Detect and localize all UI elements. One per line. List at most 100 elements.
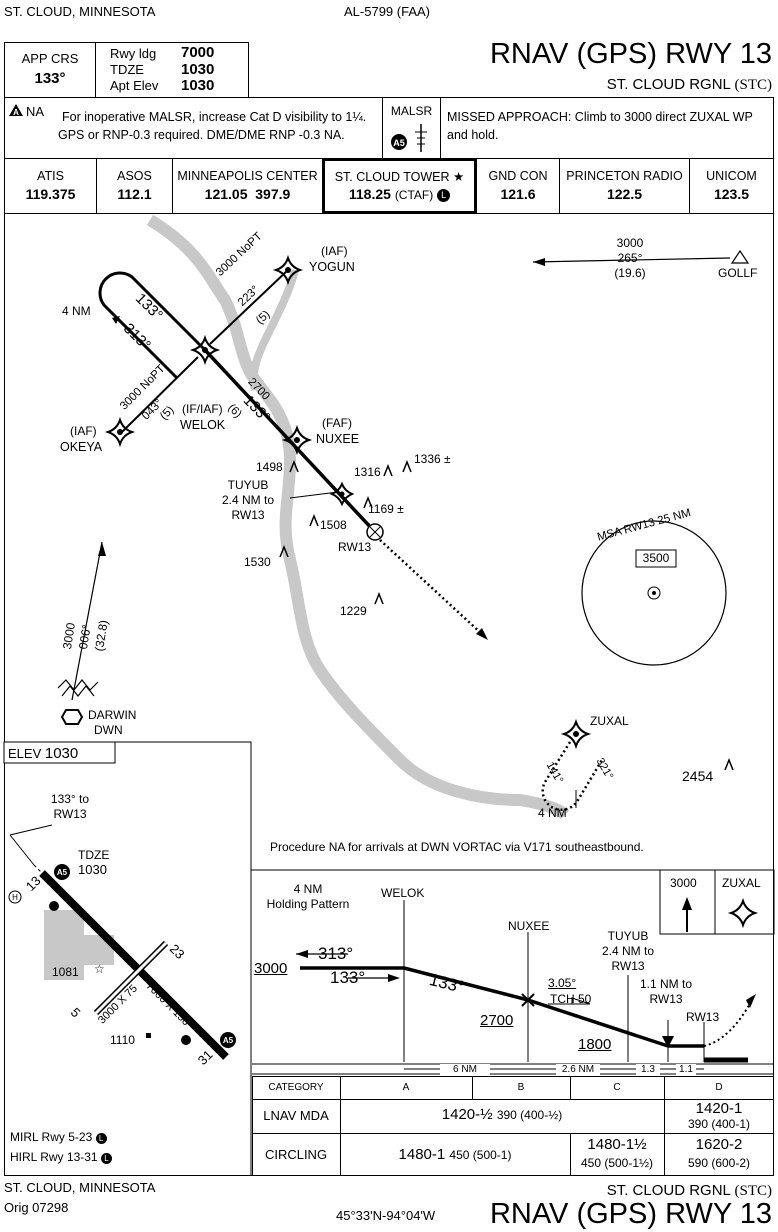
okeya-iaf: (IAF): [70, 424, 97, 438]
approach-light-icon: A5: [220, 1032, 236, 1048]
obstacle-1498: 1498: [256, 460, 283, 474]
profile-welok: WELOK: [381, 886, 425, 900]
comm-name: UNICOM: [706, 169, 757, 183]
welok-label: WELOK: [180, 418, 226, 432]
faf-cross-icon: [521, 993, 535, 1007]
missed-approach-path: [379, 539, 484, 636]
comm-tower-name: ST. CLOUD TOWER ★: [334, 170, 465, 184]
footer-airport: ST. CLOUD RGNL (STC): [606, 1182, 772, 1199]
welok-hold: [98, 271, 207, 380]
welok-type: (IF/IAF): [182, 402, 223, 416]
vasi-icon: [49, 901, 191, 1045]
runway-13-31: [39, 870, 229, 1060]
apt-elev-value: 1030: [181, 77, 215, 94]
malsr-label: MALSR: [390, 104, 433, 118]
circling-ab: 1480-1 450 (500-1): [398, 1146, 512, 1163]
notes-line-2: GPS or RNP-0.3 required. DME/DME RNP -0.…: [58, 128, 345, 142]
footer-title: RNAV (GPS) RWY 13: [489, 1198, 772, 1230]
lighting-control-icon: L: [95, 1133, 107, 1144]
yogun-label: YOGUN: [309, 260, 355, 274]
comm-name: PRINCETON RADIO: [566, 169, 683, 183]
obstacle-1316: 1316: [354, 465, 381, 479]
rnav-waypoint-icon: [329, 481, 355, 507]
app-crs-value: 133°: [34, 70, 66, 87]
comm-freq: 123.5: [713, 186, 750, 202]
obstacle-1336: 1336 ±: [414, 452, 451, 466]
gollf-triangle-icon: [730, 249, 750, 264]
yogun-leg: [209, 269, 289, 345]
airport-diagram: A5 A5 H ☆: [8, 824, 236, 1060]
missed-line-2: and hold.: [447, 128, 499, 142]
zuxal-hold-length: 4 NM: [538, 806, 567, 820]
nuxee-label: NUXEE: [316, 432, 360, 446]
zuxal-hold: [541, 741, 604, 812]
svg-text:A5: A5: [393, 138, 405, 148]
category-label: CATEGORY: [268, 1082, 324, 1093]
profile-missed-approach: [703, 999, 753, 1047]
vortac-icon: [60, 709, 84, 725]
gollf-route: [532, 257, 731, 263]
lnav-d: 1420-1: [695, 1100, 743, 1117]
lnav-d-sub: 390 (400-1): [687, 1117, 751, 1131]
cat-c: C: [613, 1082, 621, 1093]
obstacle-1169: 1169 ±: [368, 502, 404, 516]
procedure-title: RNAV (GPS) RWY 13: [489, 38, 772, 70]
comm-tower: ST. CLOUD TOWER ★ 118.25 (CTAF) L: [322, 158, 477, 214]
missed-arrow: [476, 628, 488, 640]
airport-tdze: 1030: [78, 862, 107, 877]
obstacle-icon: [146, 1033, 151, 1038]
cat-b: B: [517, 1082, 525, 1093]
profile-tch: TCH 50: [550, 992, 592, 1006]
airport-name: ST. CLOUD RGNL (STC): [606, 76, 772, 93]
gollf-label: GOLLF: [718, 266, 758, 280]
comm-freq: 119.375: [25, 186, 76, 202]
rnav-waypoint-icon: [189, 334, 221, 366]
malsr-box: MALSR A5: [382, 97, 441, 159]
header-city: ST. CLOUD, MINNESOTA: [4, 4, 156, 19]
circling-d-sub: 590 (600-2): [687, 1156, 751, 1170]
okeya-leg: [121, 356, 199, 433]
obstacle-icon: [279, 459, 734, 771]
app-crs-label: APP CRS: [21, 51, 79, 66]
chart-id: AL-5799 (FAA): [344, 4, 430, 19]
svg-text:A5: A5: [57, 868, 68, 877]
svg-text:H: H: [12, 893, 18, 902]
footer-city: ST. CLOUD, MINNESOTA: [4, 1180, 156, 1195]
profile-alt-1800: 1800: [578, 1036, 612, 1053]
hold-length: 4 NM: [62, 304, 91, 318]
zuxal-label: ZUXAL: [590, 714, 629, 728]
yogun-iaf: (IAF): [321, 244, 348, 258]
okeya-label: OKEYA: [60, 440, 103, 454]
rnav-waypoint-icon: [104, 416, 136, 448]
profile-dist-6: 6 NM: [440, 1064, 490, 1075]
approach-light-icon: A5: [54, 864, 70, 880]
hirl-note: HIRL Rwy 13-31 L: [10, 1150, 112, 1164]
obstacle-1508: 1508: [320, 518, 347, 532]
footer-orig: Orig 07298: [4, 1200, 69, 1215]
comm-freq: 121.6: [500, 186, 536, 202]
profile-crs-out: 313°: [318, 944, 354, 963]
obstacle-2454: 2454: [682, 768, 714, 784]
notes-line-1: For inoperative MALSR, increase Cat D vi…: [62, 110, 367, 124]
apt-elev-label: Apt Elev: [110, 78, 159, 93]
comm-center: MINNEAPOLIS CENTER 121.05 397.9: [172, 158, 323, 214]
comm-name: ASOS: [117, 169, 152, 183]
airway-zigzag: [57, 679, 99, 691]
circling-label: CIRCLING: [264, 1147, 328, 1162]
profile-alt-3000: 3000: [254, 960, 288, 977]
river: [146, 214, 570, 820]
footer-coords: 45°33'N-94°04'W: [336, 1208, 436, 1223]
cat-a: A: [402, 1082, 410, 1093]
profile-ma-alt: 3000: [670, 876, 697, 890]
runway-threshold-icon: [366, 523, 384, 541]
river-branch: [249, 268, 299, 391]
minimums-table: CATEGORY A B C D LNAV MDA 1420-½ 390 (40…: [252, 1076, 774, 1176]
profile-dist-11: 1.1: [676, 1064, 696, 1075]
profile-crs-in: 133°: [330, 968, 366, 987]
procedure-na-note: Procedure NA for arrivals at DWN VORTAC …: [270, 840, 644, 854]
